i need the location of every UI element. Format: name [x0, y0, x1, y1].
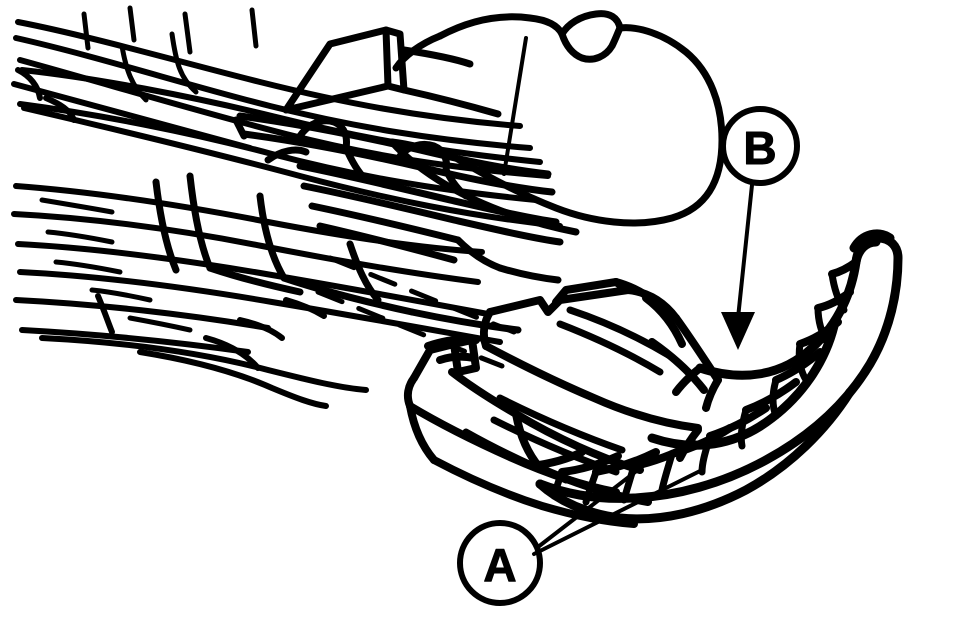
callout-a-leader-2 [532, 468, 704, 556]
callout-b-label: B [743, 122, 776, 174]
ink-group: B A [11, 5, 903, 606]
conduit-lower-edge [535, 387, 855, 524]
wire-bundle-lower-outline [39, 293, 369, 409]
rubber-boot [388, 10, 726, 236]
callout-b-arrowhead [721, 312, 755, 350]
wire-bundle-lower [11, 183, 503, 355]
callout-b-leader [736, 183, 754, 320]
wire-fan-detail [39, 197, 193, 333]
wire-stubs-top [81, 5, 259, 55]
lower-connector-latch-tabs [552, 278, 708, 394]
alignment-centerline [315, 255, 517, 369]
callout-b[interactable]: B [720, 106, 800, 350]
conduit-entry-flare [672, 364, 722, 462]
upper-connector-side-face [152, 172, 304, 296]
callout-a-circle[interactable] [457, 520, 543, 606]
callout-b-circle[interactable] [720, 106, 800, 186]
conduit-rib-cells-inner [550, 270, 848, 506]
callout-a[interactable]: A [457, 453, 704, 606]
callout-a-leader-1 [536, 457, 654, 549]
lower-connector-left-hook [424, 335, 480, 364]
upper-connector-lower-edge [256, 192, 562, 334]
wire-tail-lower [203, 297, 327, 371]
rubber-boot-detail-line [502, 36, 528, 176]
callout-a-leader-dot [648, 453, 658, 463]
wire-stubs-top-curved [119, 31, 199, 103]
callout-a-label: A [483, 539, 516, 591]
